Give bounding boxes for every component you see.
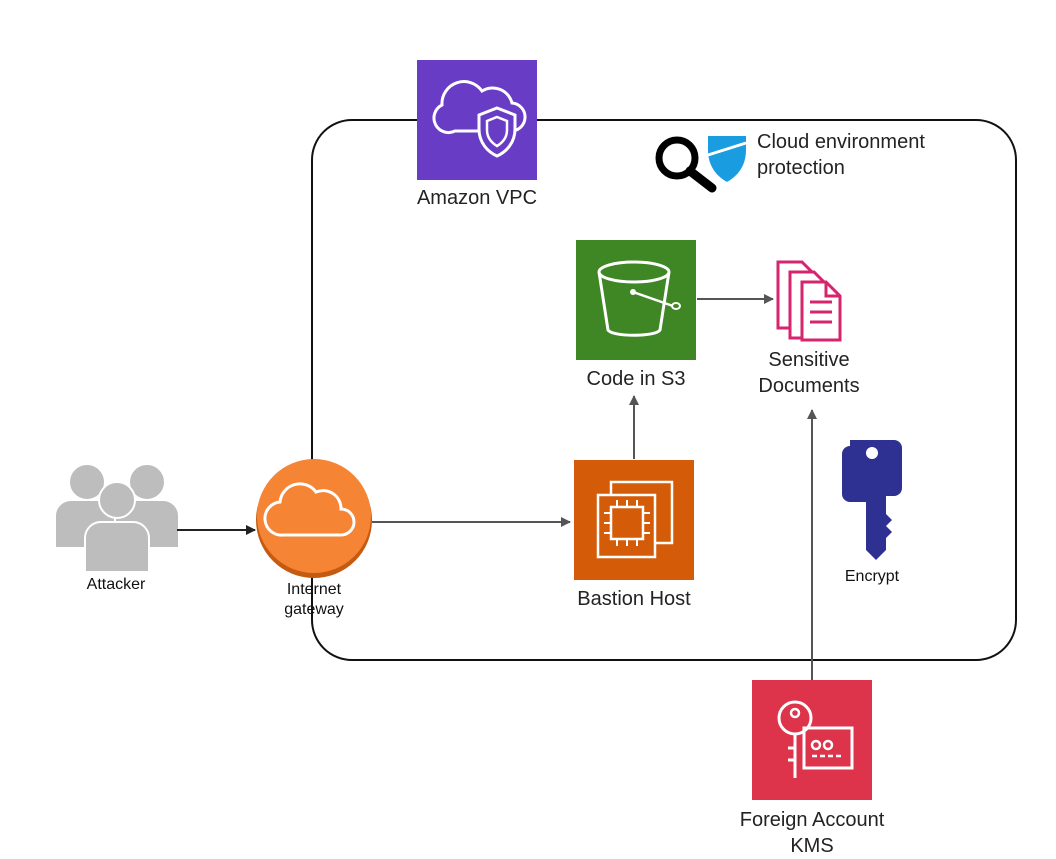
kms-label-line1: Foreign Account bbox=[739, 809, 885, 831]
gateway-label-line1: Internet bbox=[286, 581, 342, 598]
vpc-cloud-shield-icon bbox=[417, 60, 537, 180]
gateway-label: Internet gateway bbox=[264, 580, 364, 620]
magnifier-shield-icon bbox=[655, 136, 747, 193]
encrypt-label: Encrypt bbox=[844, 568, 900, 585]
ec2-instance-icon bbox=[574, 460, 694, 580]
s3-label: Code in S3 bbox=[586, 368, 686, 390]
vpc-boundary bbox=[311, 119, 1017, 661]
documents-icon bbox=[776, 260, 842, 342]
key-icon bbox=[842, 440, 902, 560]
vpc-label: Amazon VPC bbox=[416, 187, 538, 209]
s3-bucket-icon bbox=[576, 240, 696, 360]
attacker-label: Attacker bbox=[86, 576, 146, 593]
documents-label-line2: Documents bbox=[758, 375, 860, 397]
internet-gateway-icon bbox=[256, 459, 372, 578]
kms-label: Foreign Account KMS bbox=[712, 807, 912, 859]
attacker-group-icon bbox=[54, 463, 180, 573]
protection-label-line2: protection bbox=[757, 157, 845, 179]
architecture-diagram bbox=[54, 60, 1017, 800]
kms-key-icon bbox=[752, 680, 872, 800]
bastion-label: Bastion Host bbox=[577, 588, 691, 610]
gateway-label-line2: gateway bbox=[284, 601, 344, 618]
documents-label-line1: Sensitive bbox=[768, 349, 850, 371]
documents-label: Sensitive Documents bbox=[729, 347, 889, 399]
protection-label: Cloud environment protection bbox=[757, 129, 925, 181]
protection-label-line1: Cloud environment bbox=[757, 131, 925, 153]
kms-label-line2: KMS bbox=[790, 835, 834, 857]
